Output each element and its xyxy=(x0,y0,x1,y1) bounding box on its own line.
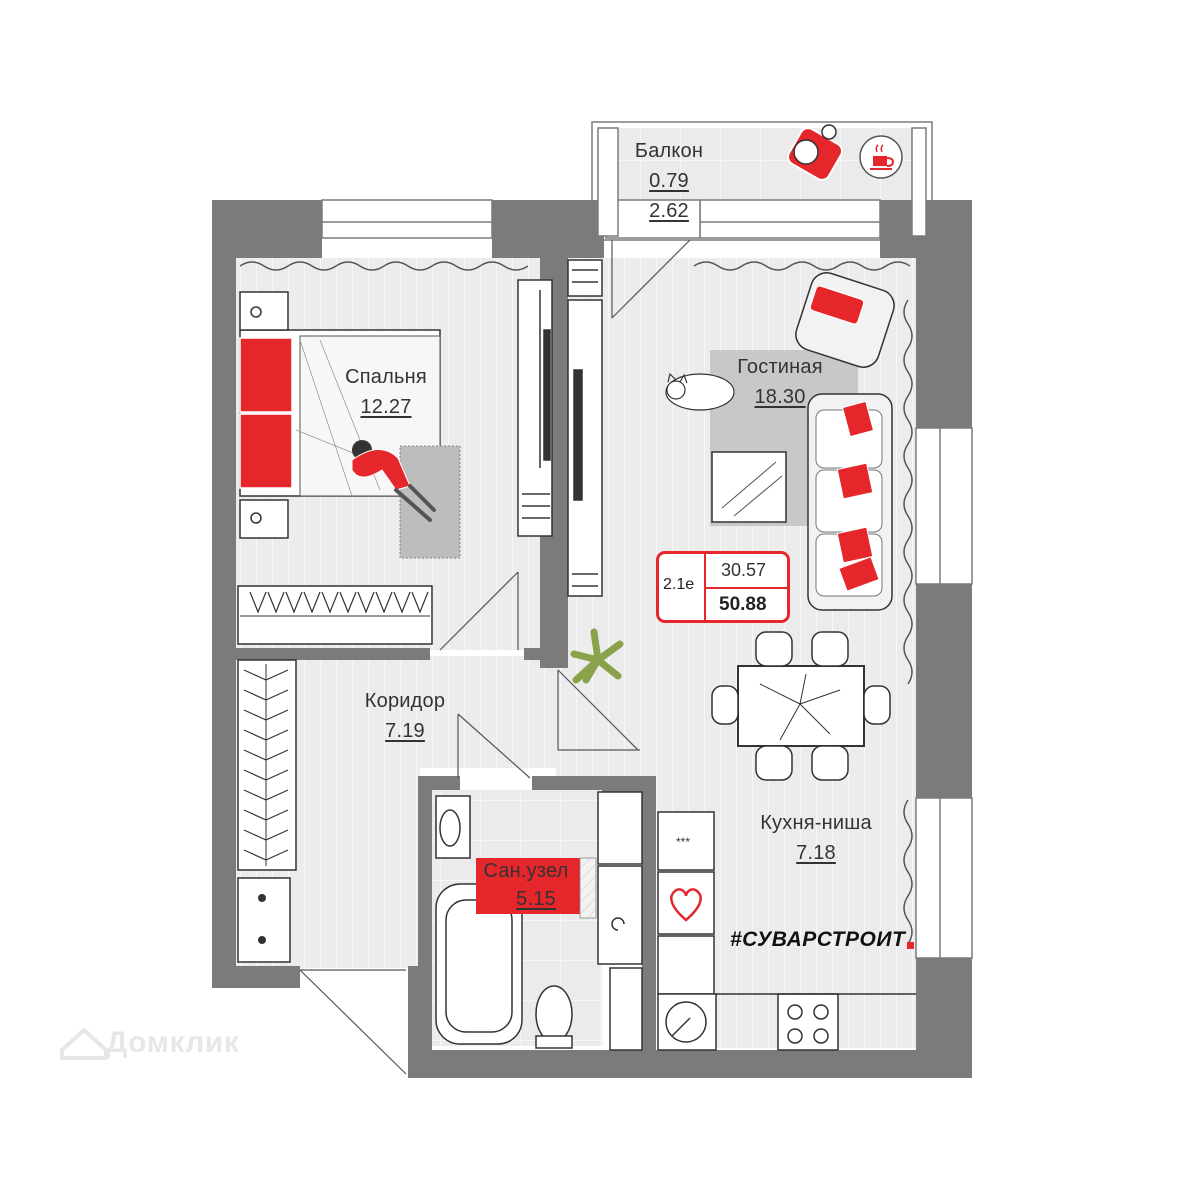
heart-icon xyxy=(670,888,702,922)
bedroom-shoe-rack xyxy=(237,585,433,645)
bedroom-name: Спальня xyxy=(345,366,427,388)
balcony-chair xyxy=(787,124,843,181)
living-area: 18.30 xyxy=(754,386,806,408)
coffee-cup-icon xyxy=(859,135,903,179)
balcony-area-a: 0.79 xyxy=(649,170,689,192)
bedroom-person xyxy=(351,440,436,522)
total-area-value: 50.88 xyxy=(719,594,767,615)
corridor-doors xyxy=(299,713,531,1075)
balcony-name: Балкон xyxy=(634,140,704,162)
hall-door xyxy=(557,669,640,751)
bathroom-area: 5.15 xyxy=(516,888,556,910)
living-area-value: 30.57 xyxy=(721,560,767,580)
apartment-tag: 2.1e 30.57 50.88 xyxy=(656,551,790,623)
apartment-code: 2.1e xyxy=(663,576,695,593)
curtains xyxy=(239,261,913,945)
watermark: Домклик xyxy=(106,1026,240,1059)
living-name: Гостиная xyxy=(737,356,823,378)
cat xyxy=(665,372,735,411)
tag-divider-horizontal xyxy=(704,587,790,589)
svg-text:***: *** xyxy=(676,835,690,849)
bathroom-fixtures xyxy=(435,791,643,1051)
dining-table xyxy=(711,631,891,781)
balcony-door xyxy=(611,239,691,319)
balcony-frame xyxy=(591,121,933,241)
plant xyxy=(570,628,624,684)
windows xyxy=(321,199,973,959)
kitchen-area: 7.18 xyxy=(796,842,836,864)
brand-hashtag: #СУВАРСТРОИТ xyxy=(730,928,906,951)
bathroom-label-bg xyxy=(476,857,597,919)
domclick-house-icon xyxy=(60,1028,108,1060)
balcony-area-b: 2.62 xyxy=(649,200,689,222)
kitchen-units: *** xyxy=(657,811,916,1051)
corridor-area: 7.19 xyxy=(385,720,425,742)
bedroom-door xyxy=(439,571,519,651)
bathroom-name: Сан.узел xyxy=(483,860,569,882)
sofa xyxy=(807,393,893,611)
corridor-rack xyxy=(237,659,297,963)
brand-dot xyxy=(907,942,914,949)
bedside-tables xyxy=(239,291,289,539)
kitchen-name: Кухня-ниша xyxy=(760,812,872,834)
living-wardrobe xyxy=(567,259,603,597)
corridor-name: Коридор xyxy=(364,690,446,712)
bedroom-wardrobe xyxy=(517,279,553,537)
bedroom-area: 12.27 xyxy=(360,396,412,418)
coffee-table xyxy=(711,451,787,523)
armchair xyxy=(795,272,895,368)
